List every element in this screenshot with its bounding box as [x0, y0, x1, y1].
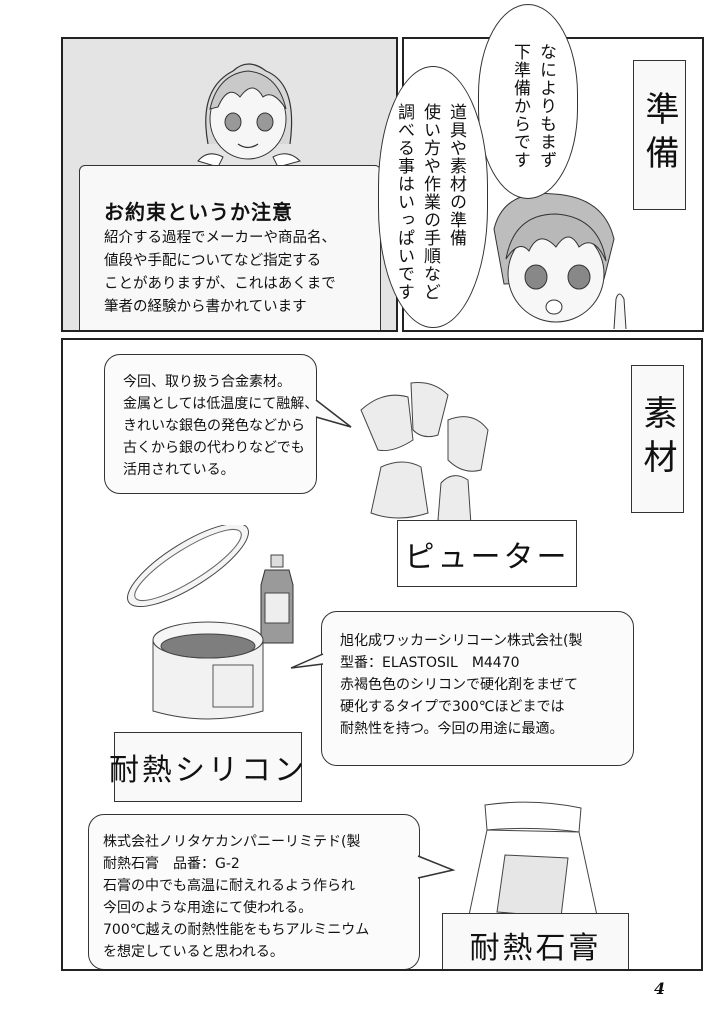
- section-title-preparation: 準備: [633, 60, 686, 210]
- silicone-description-bubble: 旭化成ワッカーシリコーン株式会社(製 型番：ELASTOSIL M4470 赤褐…: [321, 611, 634, 766]
- notice-title: お約束というか注意: [104, 200, 293, 224]
- speech-bubble-left: 道具や素材の準備 使い方や作業の手順など 調べる事はいっぱいです: [378, 66, 488, 328]
- panel-materials: 素材 今回、取り扱う合金素材。 金属としては低温度にて融解、 きれいな銀色の発色…: [61, 338, 703, 971]
- bubble-tail: [290, 653, 324, 669]
- plaster-description-bubble: 株式会社ノリタケカンパニーリミテド(製 耐熱石膏 品番：G-2 石膏の中でも高温…: [88, 814, 420, 969]
- pewter-ingots-illustration: [360, 382, 489, 525]
- notice-line: 値段や手配についてなど指定する: [104, 253, 322, 269]
- plaster-bag-illustration: [467, 801, 599, 920]
- character-boy-illustration: [493, 192, 627, 330]
- notice-line: 筆者の経験から書かれています: [104, 299, 307, 315]
- bubble-tail: [417, 855, 456, 879]
- bubble-tail: [315, 399, 352, 428]
- panel-notice: お約束というか注意 紹介する過程でメーカーや商品名、 値段や手配についてなど指定…: [61, 37, 398, 332]
- pewter-description-bubble: 今回、取り扱う合金素材。 金属としては低温度にて融解、 きれいな銀色の発色などか…: [104, 354, 318, 494]
- silicone-label: 耐熱シリコン: [109, 732, 304, 802]
- section-title-materials: 素材: [631, 365, 684, 513]
- silicone-container-illustration: [127, 525, 294, 720]
- notice-line: ことがありますが、これはあくまで: [104, 276, 336, 292]
- speech-bubble-top: なによりもまず 下準備からです: [478, 4, 578, 199]
- notice-line: 紹介する過程でメーカーや商品名、: [104, 230, 336, 246]
- notice-sign: お約束というか注意 紹介する過程でメーカーや商品名、 値段や手配についてなど指定…: [79, 165, 381, 330]
- page-number: 4: [654, 979, 666, 998]
- character-girl-illustration: [197, 63, 301, 168]
- pewter-label: ピューター: [397, 520, 577, 587]
- plaster-label: 耐熱石膏: [442, 913, 629, 969]
